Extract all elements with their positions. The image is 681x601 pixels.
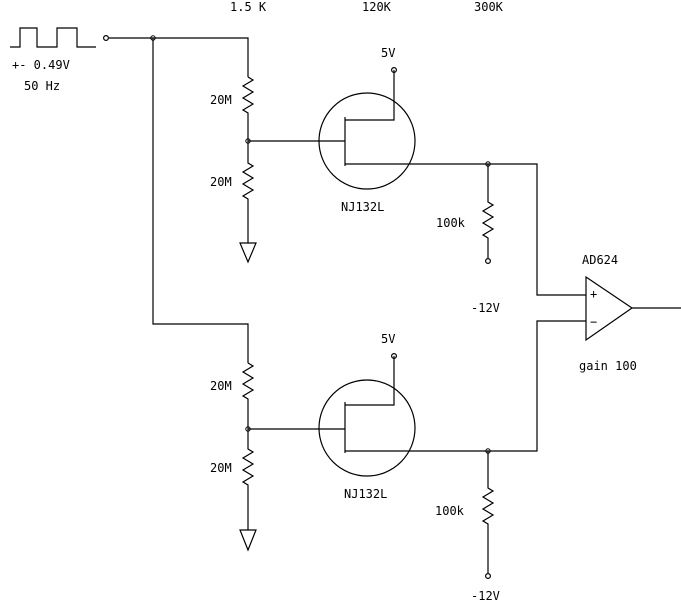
lower-neg-terminal: [485, 572, 492, 579]
upper-transistor-body: [318, 92, 416, 190]
source-frequency-label: 50 Hz: [24, 79, 60, 93]
amplifier-name-label: AD624: [582, 253, 618, 267]
lower-ground-icon: [239, 529, 257, 552]
upper-r-bottom-resistor: [241, 141, 255, 243]
top-label-2: 120K: [362, 0, 392, 14]
lower-r-top-label: 20M: [210, 379, 232, 393]
lower-drain-lead: [345, 356, 395, 406]
upper-ground-icon: [239, 242, 257, 264]
lower-load-label: 100k: [435, 504, 465, 518]
upper-r-bottom-label: 20M: [210, 175, 232, 189]
amplifier-triangle-icon: [585, 275, 634, 342]
lower-r-bottom-label: 20M: [210, 461, 232, 475]
lower-load-resistor: [481, 451, 495, 573]
amplifier-gain-label: gain 100: [579, 359, 637, 373]
branch-wire-lower: [152, 38, 249, 363]
lower-r-top-resistor: [241, 362, 255, 429]
upper-neg-supply-label: -12V: [471, 301, 500, 315]
lower-supply-label: 5V: [381, 332, 395, 346]
upper-r-top-label: 20M: [210, 93, 232, 107]
top-label-3: 300K: [474, 0, 504, 14]
upper-supply-terminal: [391, 66, 398, 73]
amplifier-plus-label: +: [590, 287, 597, 301]
lower-transistor-label: NJ132L: [344, 487, 387, 501]
lower-source-wire: [345, 320, 586, 452]
input-terminal: [102, 34, 109, 41]
lower-neg-supply-label: -12V: [471, 589, 500, 601]
square-wave-source-icon: [10, 27, 96, 48]
upper-drain-lead: [345, 70, 395, 121]
top-label-1: 1.5 K: [230, 0, 267, 14]
upper-neg-terminal: [485, 258, 492, 265]
lower-r-bottom-resistor: [241, 429, 255, 530]
input-wire: [109, 37, 249, 77]
source-amplitude-label: +- 0.49V: [12, 58, 70, 72]
amplifier-minus-label: −: [590, 315, 597, 329]
upper-r-top-resistor: [241, 76, 255, 141]
upper-supply-label: 5V: [381, 46, 395, 60]
upper-source-wire: [345, 163, 586, 296]
upper-load-label: 100k: [436, 216, 466, 230]
lower-transistor-body: [318, 379, 416, 477]
upper-load-resistor: [481, 164, 495, 258]
lower-supply-terminal: [391, 353, 398, 360]
upper-transistor-label: NJ132L: [341, 200, 384, 214]
